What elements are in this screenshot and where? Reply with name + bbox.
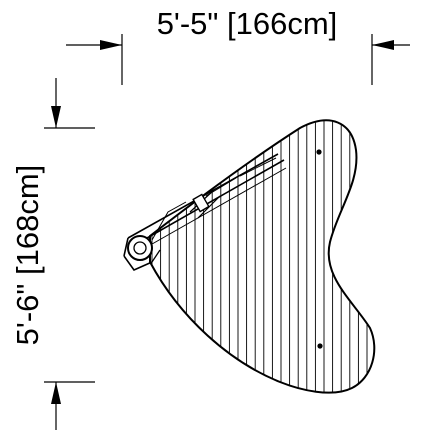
bolt-bottom bbox=[317, 343, 323, 349]
pivot-post bbox=[123, 235, 161, 271]
width-arrow-left bbox=[100, 40, 122, 50]
deck-outline bbox=[149, 119, 376, 394]
height-label: 5'-6" [168cm] bbox=[10, 165, 45, 346]
deck-boards bbox=[151, 120, 368, 393]
bolt-top bbox=[316, 149, 322, 155]
pivot-post-inner bbox=[133, 241, 147, 255]
height-dimension: 5'-6" [168cm] bbox=[10, 78, 95, 430]
deck-plan bbox=[149, 119, 376, 394]
width-dimension: 5'-5" [166cm] bbox=[66, 6, 410, 85]
height-arrow-top bbox=[51, 106, 61, 128]
height-arrow-bottom bbox=[51, 382, 61, 404]
width-arrow-right bbox=[372, 40, 394, 50]
width-label: 5'-5" [166cm] bbox=[157, 6, 338, 41]
rail-bracket bbox=[192, 193, 210, 213]
rail-frame bbox=[127, 153, 287, 253]
